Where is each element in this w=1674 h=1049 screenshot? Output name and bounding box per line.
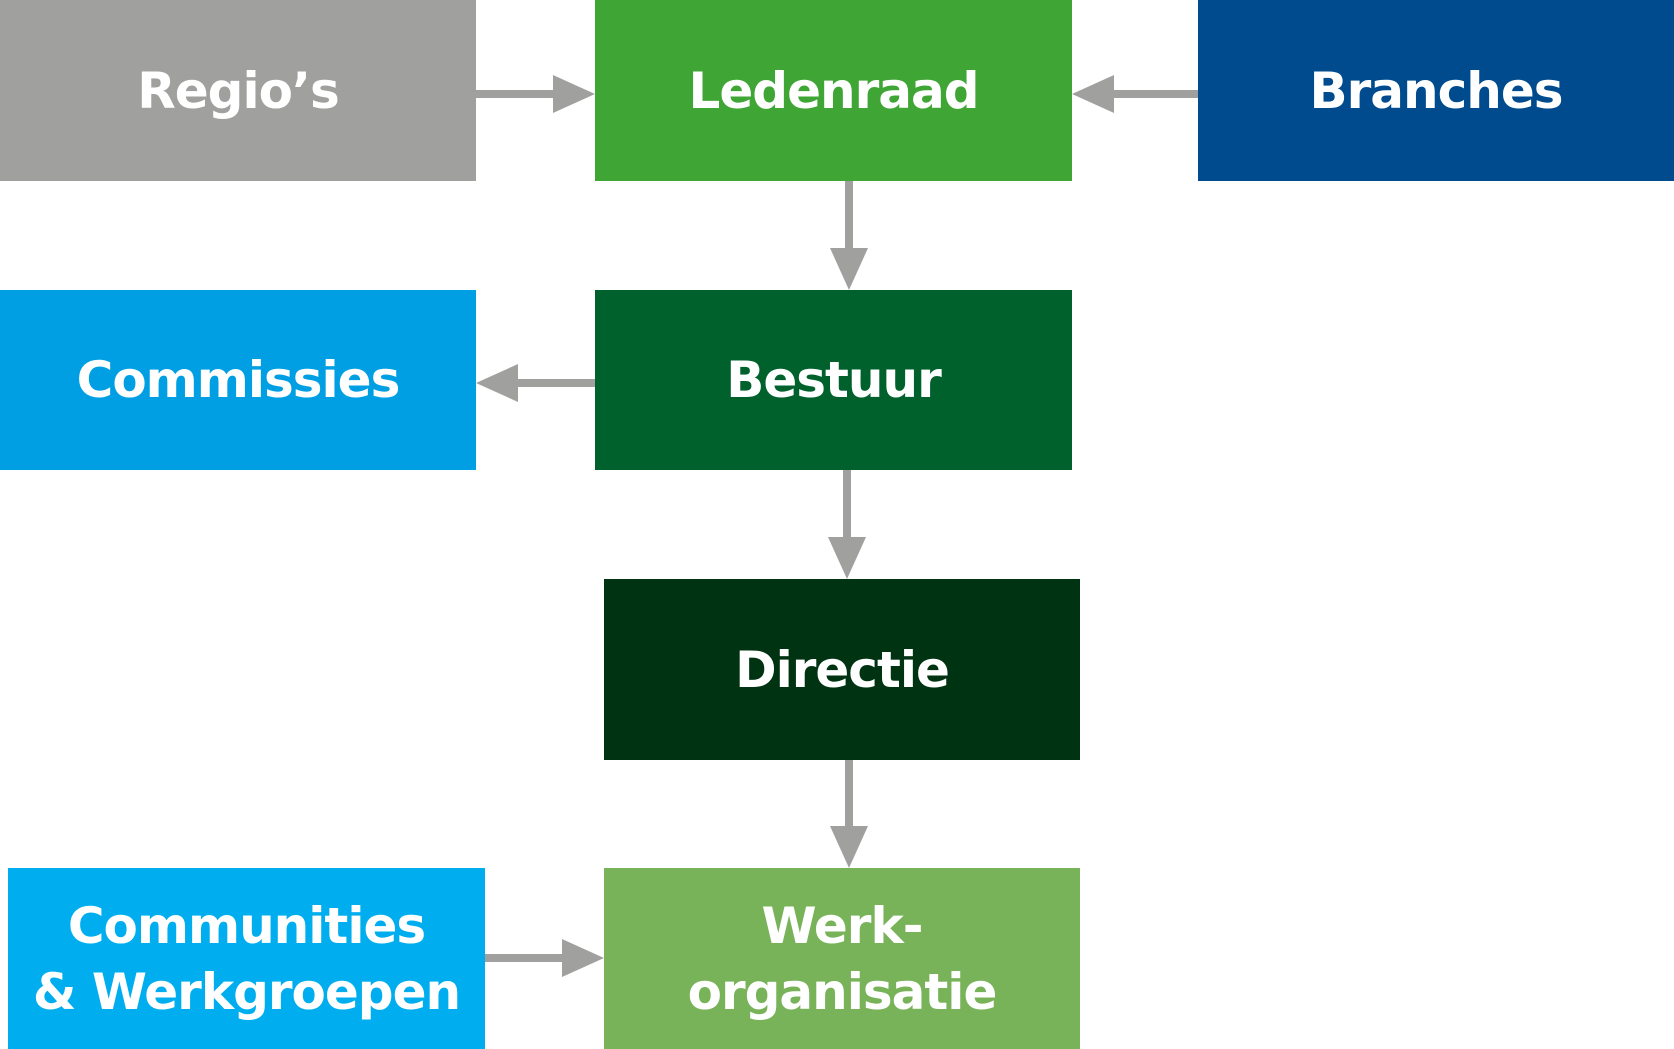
directie-box: Directie <box>604 579 1080 760</box>
bestuur-label: Bestuur <box>726 351 942 409</box>
arrow-directie-to-werkorganisatie <box>830 760 868 868</box>
communities-label-line1: Communities <box>67 896 426 955</box>
arrow-regios-to-ledenraad <box>476 75 595 113</box>
branches-label: Branches <box>1309 61 1563 120</box>
werkorganisatie-label-line1: Werk- <box>761 896 924 955</box>
ledenraad-label: Ledenraad <box>688 61 980 120</box>
arrow-bestuur-to-directie <box>828 470 866 579</box>
regios-label: Regio’s <box>137 61 339 120</box>
arrow-communities-to-werkorganisatie <box>485 939 604 977</box>
arrow-branches-to-ledenraad <box>1072 75 1198 113</box>
arrow-bestuur-to-commissies <box>476 364 595 402</box>
arrow-ledenraad-to-bestuur <box>830 181 868 290</box>
ledenraad-box: Ledenraad <box>595 0 1072 181</box>
regios-box: Regio’s <box>0 0 476 181</box>
branches-box: Branches <box>1198 0 1674 181</box>
commissies-box: Commissies <box>0 290 476 470</box>
directie-label: Directie <box>735 640 950 699</box>
communities-label-line2: & Werkgroepen <box>32 962 461 1021</box>
werkorganisatie-box: Werk- organisatie <box>604 868 1080 1049</box>
communities-box: Communities & Werkgroepen <box>8 868 485 1049</box>
commissies-label: Commissies <box>76 351 401 409</box>
bestuur-box: Bestuur <box>595 290 1072 470</box>
werkorganisatie-label-line2: organisatie <box>687 962 998 1021</box>
